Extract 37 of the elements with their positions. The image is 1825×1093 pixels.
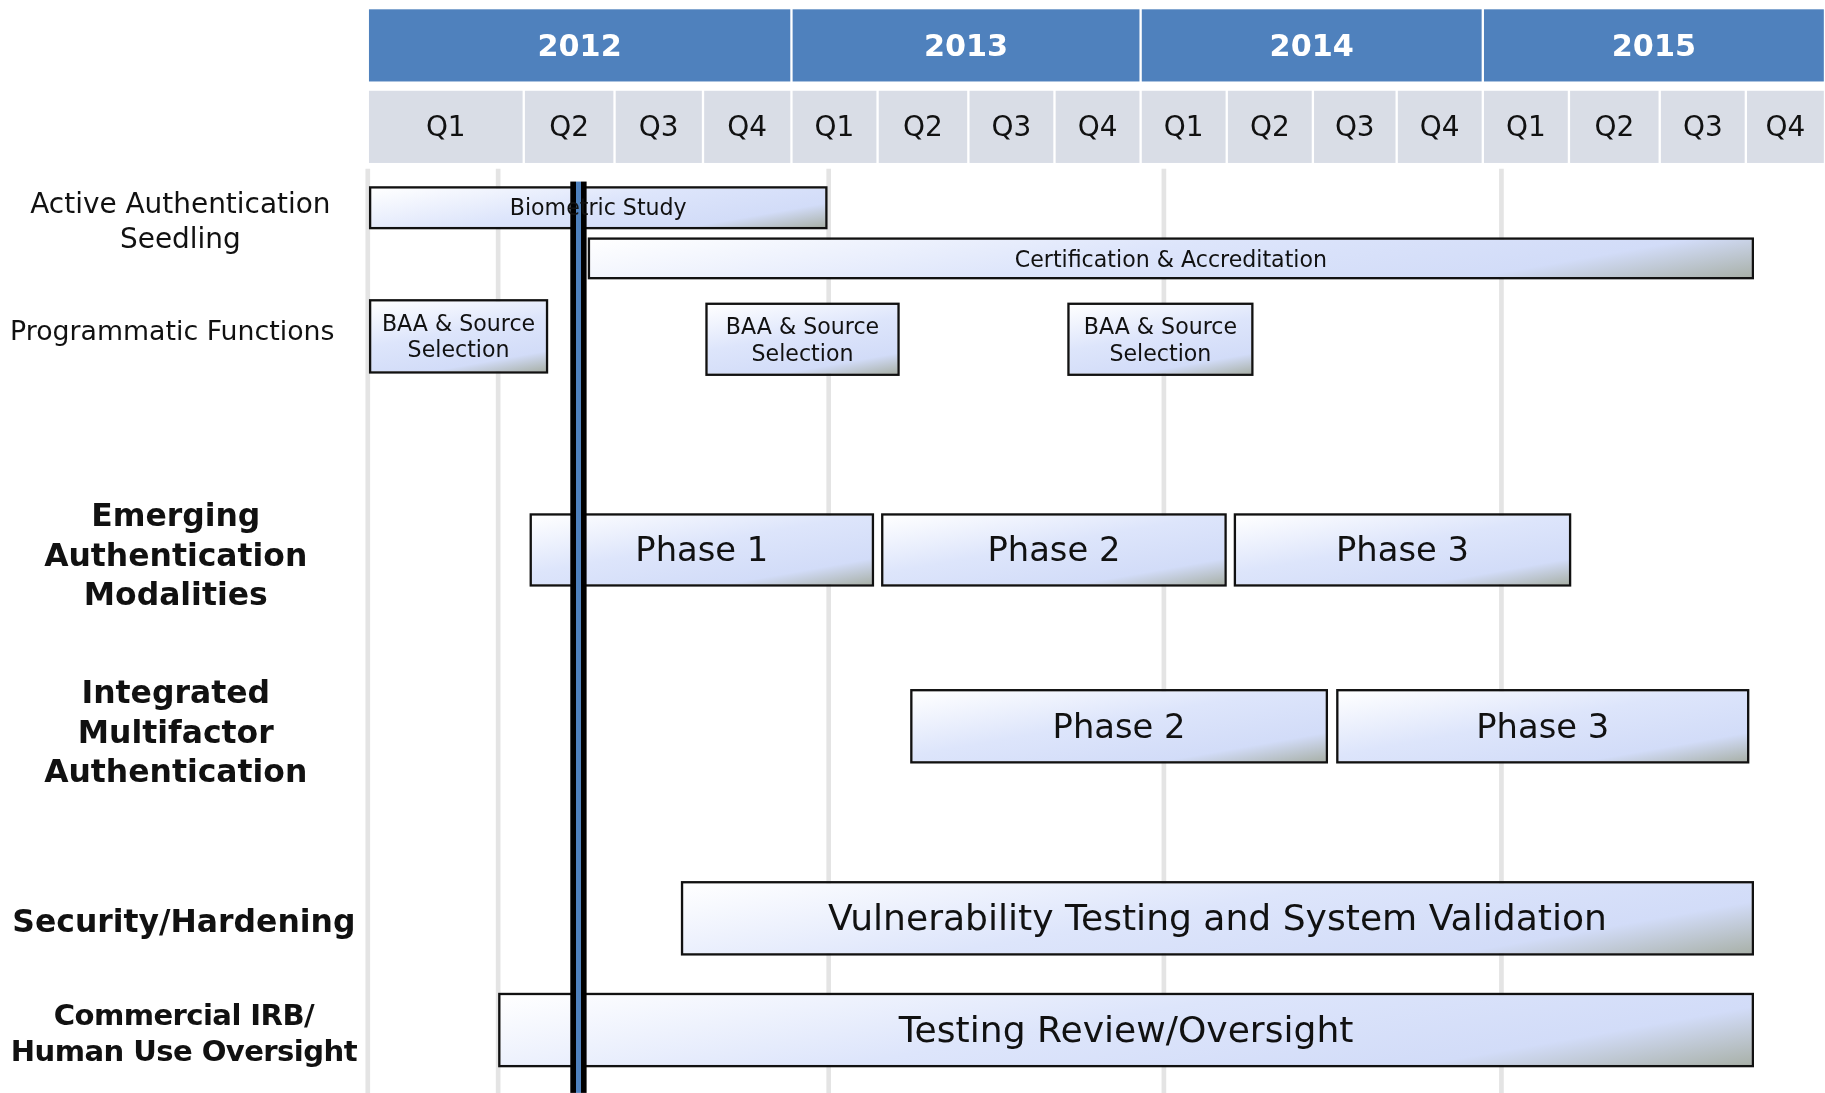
quarter-header: Q3 [1314,90,1396,163]
task-bar: Testing Review/Oversight [498,992,1754,1068]
quarter-header: Q4 [1397,90,1482,163]
quarter-header: Q4 [1055,90,1140,163]
task-bar: Phase 1 [529,513,875,587]
task-bar: Phase 3 [1336,689,1750,764]
quarter-header: Q1 [1141,90,1226,163]
row-label: Integrated Multifactor Authentication [43,673,309,791]
row-label: Security/Hardening [11,902,357,942]
quarter-header: Q1 [792,90,877,163]
task-bar: BAA & Source Selection [368,299,549,374]
task-bar: Phase 2 [910,689,1328,764]
year-header: 2012 [368,9,791,82]
year-header: 2013 [792,9,1140,82]
quarter-header: Q3 [969,90,1054,163]
row-label: Active Authentication Seedling [29,186,332,257]
task-bar: Phase 2 [881,513,1227,587]
row-label: Emerging Authentication Modalities [43,496,309,615]
quarter-header: Q2 [1227,90,1312,163]
task-bar: BAA & Source Selection [1067,302,1254,376]
year-header: 2015 [1483,9,1824,82]
task-bar: Vulnerability Testing and System Validation [680,881,1754,956]
row-label: Commercial IRB/ Human Use Oversight [9,997,358,1071]
quarter-header: Q2 [524,90,614,163]
quarter-header: Q1 [1483,90,1568,163]
task-bar: Certification & Accreditation [587,237,1754,280]
quarter-header: Q3 [1660,90,1745,163]
quarter-header: Q4 [1747,90,1824,163]
quarter-header: Q2 [1570,90,1659,163]
quarter-header: Q1 [368,90,523,163]
quarter-header: Q2 [878,90,968,163]
year-header: 2014 [1141,9,1482,82]
quarter-header: Q3 [615,90,702,163]
row-label: Programmatic Functions [9,314,336,348]
quarter-header: Q4 [704,90,791,163]
task-bar: BAA & Source Selection [705,302,900,376]
task-bar: Phase 3 [1233,513,1572,587]
